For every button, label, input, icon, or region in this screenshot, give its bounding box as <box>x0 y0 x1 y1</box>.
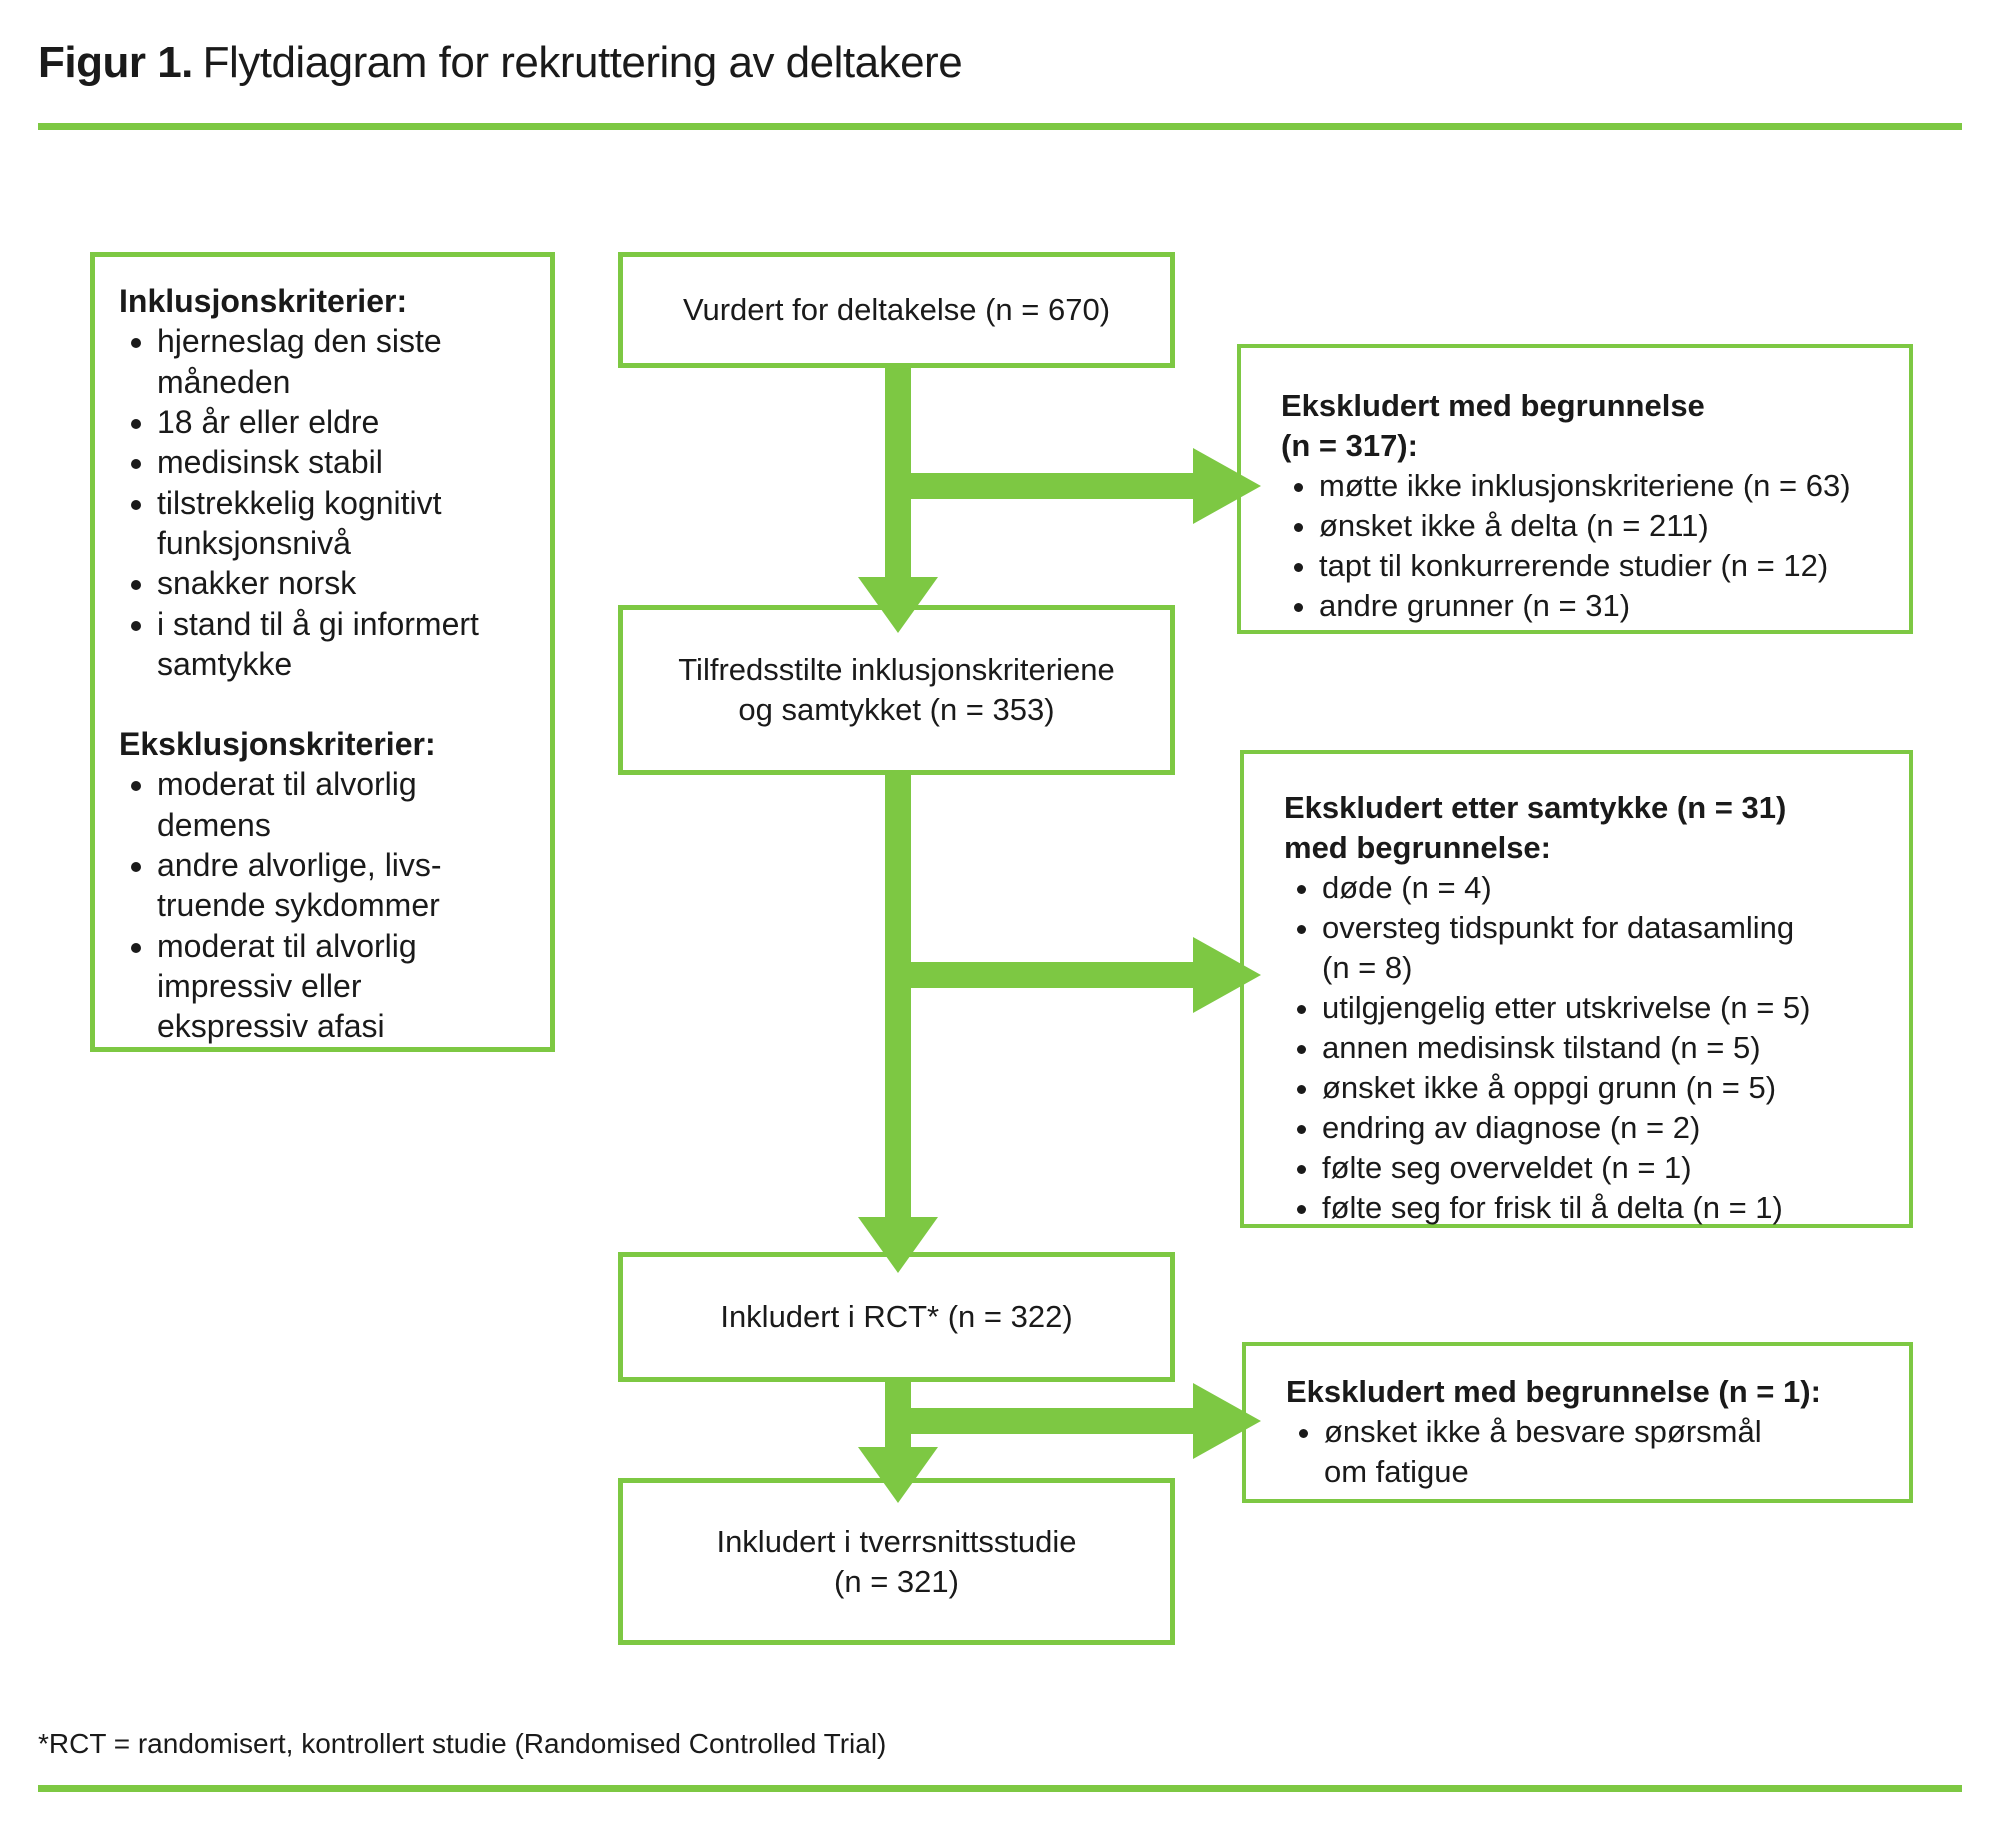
flow-arrow-right-3-stem <box>885 1408 1195 1434</box>
flow-box-eligible-label: Tilfredsstilte inklusjonskriteriene og s… <box>678 652 1115 727</box>
bottom-divider <box>38 1785 1962 1792</box>
flow-arrow-down-2-stem <box>885 773 911 1219</box>
flow-arrow-down-3-icon <box>858 1447 938 1503</box>
exclusion-box-3: Ekskludert med begrunnelse (n = 1): ønsk… <box>1242 1342 1913 1503</box>
figure-title: Figur 1.Flytdiagram for rekruttering av … <box>38 38 963 88</box>
figure-title-text: Flytdiagram for rekruttering av deltaker… <box>202 38 963 87</box>
flow-box-eligible: Tilfredsstilte inklusjonskriteriene og s… <box>618 605 1175 775</box>
exclusion-criteria-section: Eksklusjonskriterier: moderat til alvorl… <box>119 724 536 1047</box>
list-item: hjerneslag den siste måneden <box>157 321 536 402</box>
flow-box-assessed-label: Vurdert for deltakelse (n = 670) <box>682 292 1111 327</box>
list-item: andre alvorlige, livs- truende sykdommer <box>157 845 536 926</box>
list-item: medisinsk stabil <box>157 442 536 482</box>
flow-arrow-right-1-icon <box>1193 448 1261 524</box>
list-item: moderat til alvorlig impressiv eller eks… <box>157 926 536 1047</box>
flow-box-cross-sectional-label: Inkludert i tverrsnittsstudie (n = 321) <box>716 1523 1077 1599</box>
list-item: annen medisinsk tilstand (n = 5) <box>1322 1028 1897 1068</box>
flow-box-rct-label: Inkludert i RCT* (n = 322) <box>720 1299 1073 1334</box>
flow-arrow-down-1-stem <box>885 366 911 579</box>
exclusion-box-2: Ekskludert etter samtykke (n = 31) med b… <box>1240 750 1913 1228</box>
list-item: følte seg overveldet (n = 1) <box>1322 1148 1897 1188</box>
exclusion-box-2-list: døde (n = 4)oversteg tidspunkt for datas… <box>1284 868 1897 1228</box>
list-item: endring av diagnose (n = 2) <box>1322 1108 1897 1148</box>
exclusion-list: moderat til alvorlig demensandre alvorli… <box>119 764 536 1046</box>
flow-box-assessed: Vurdert for deltakelse (n = 670) <box>618 252 1175 368</box>
list-item: tapt til konkurrerende studier (n = 12) <box>1319 546 1897 586</box>
list-item: snakker norsk <box>157 563 536 603</box>
inclusion-criteria-section: Inklusjonskriterier: hjerneslag den sist… <box>119 281 536 684</box>
list-item: møtte ikke inklusjonskriteriene (n = 63) <box>1319 466 1897 506</box>
top-divider <box>38 123 1962 130</box>
flow-arrow-right-2-stem <box>885 962 1195 988</box>
exclusion-box-2-heading: Ekskludert etter samtykke (n = 31) med b… <box>1284 790 1787 865</box>
flow-box-cross-sectional: Inkludert i tverrsnittsstudie (n = 321) <box>618 1478 1175 1645</box>
inclusion-heading: Inklusjonskriterier: <box>119 283 408 319</box>
list-item: 18 år eller eldre <box>157 402 536 442</box>
list-item: oversteg tidspunkt for datasamling (n = … <box>1322 908 1897 988</box>
exclusion-box-1-heading: Ekskludert med begrunnelse (n = 317): <box>1281 388 1705 463</box>
list-item: døde (n = 4) <box>1322 868 1897 908</box>
flow-arrow-right-3-icon <box>1193 1383 1261 1459</box>
exclusion-box-1-list: møtte ikke inklusjonskriteriene (n = 63)… <box>1281 466 1897 626</box>
flow-arrow-right-2-icon <box>1193 937 1261 1013</box>
exclusion-box-3-list: ønsket ikke å besvare spørsmål om fatigu… <box>1286 1412 1897 1492</box>
flow-arrow-right-1-stem <box>885 473 1195 499</box>
list-item: moderat til alvorlig demens <box>157 764 536 845</box>
flow-arrow-down-2-icon <box>858 1217 938 1273</box>
list-item: ønsket ikke å besvare spørsmål om fatigu… <box>1324 1412 1897 1492</box>
exclusion-heading: Eksklusjonskriterier: <box>119 726 436 763</box>
exclusion-box-3-heading: Ekskludert med begrunnelse (n = 1): <box>1286 1374 1821 1409</box>
list-item: følte seg for frisk til å delta (n = 1) <box>1322 1188 1897 1228</box>
list-item: andre grunner (n = 31) <box>1319 586 1897 626</box>
criteria-box: Inklusjonskriterier: hjerneslag den sist… <box>90 252 555 1052</box>
inclusion-list: hjerneslag den siste måneden18 år eller … <box>119 321 536 684</box>
flow-box-rct: Inkludert i RCT* (n = 322) <box>618 1252 1175 1382</box>
exclusion-box-1: Ekskludert med begrunnelse (n = 317): mø… <box>1237 344 1913 634</box>
list-item: tilstrekkelig kognitivt funksjonsnivå <box>157 483 536 564</box>
list-item: ønsket ikke å oppgi grunn (n = 5) <box>1322 1068 1897 1108</box>
list-item: i stand til å gi informert samtykke <box>157 604 536 685</box>
figure-number-label: Figur 1. <box>38 38 193 87</box>
list-item: utilgjengelig etter utskrivelse (n = 5) <box>1322 988 1897 1028</box>
list-item: ønsket ikke å delta (n = 211) <box>1319 506 1897 546</box>
footnote: *RCT = randomisert, kontrollert studie (… <box>38 1728 887 1759</box>
flow-arrow-down-1-icon <box>858 577 938 633</box>
